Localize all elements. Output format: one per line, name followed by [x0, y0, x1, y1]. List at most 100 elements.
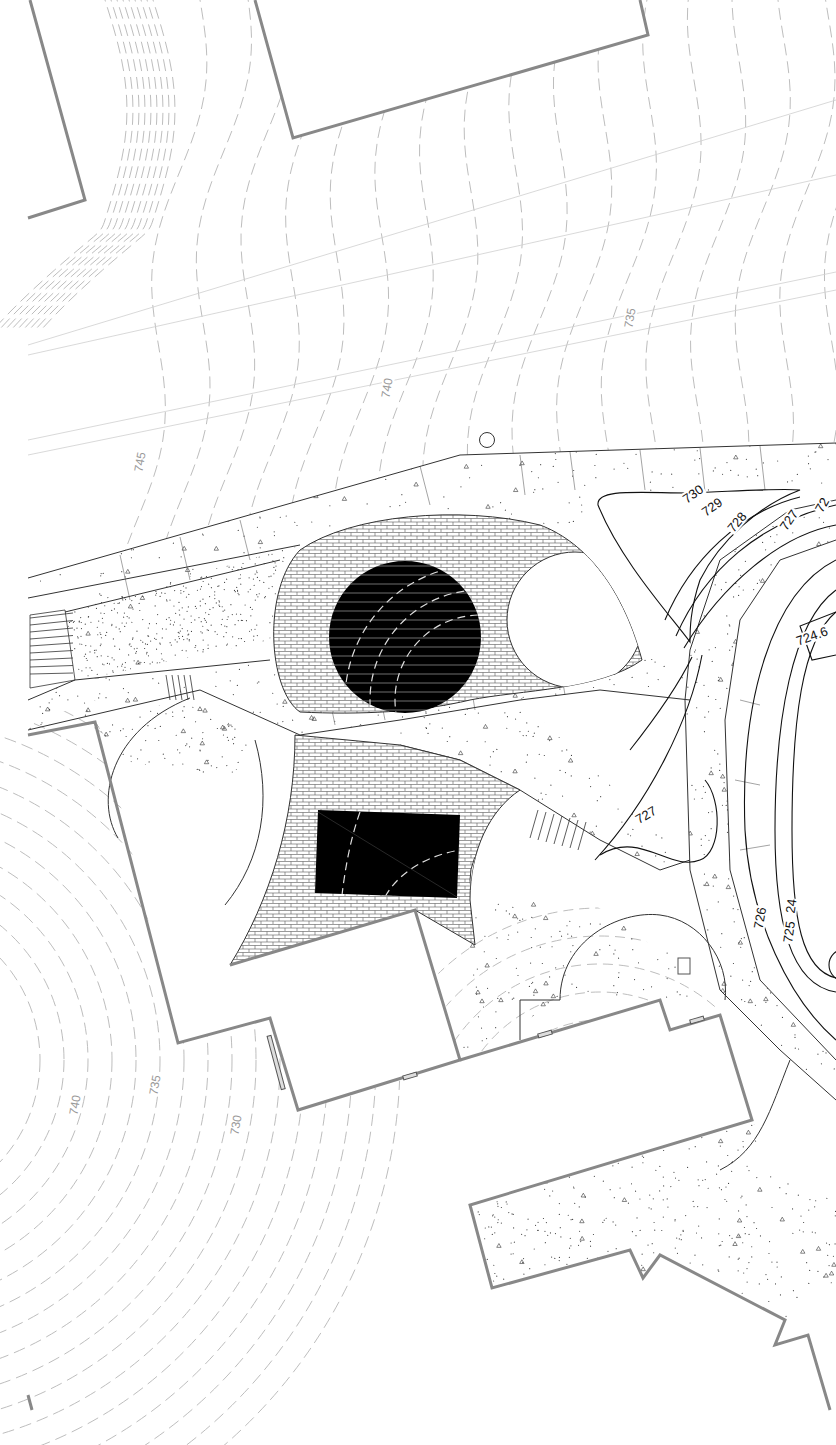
- site-linework: [186, 650, 187, 651]
- site-linework: [747, 476, 748, 477]
- site-linework: [801, 990, 802, 991]
- site-linework: [124, 626, 125, 627]
- site-linework: [782, 1017, 783, 1018]
- site-linework: [825, 897, 826, 898]
- site-linework: [140, 675, 141, 676]
- site-linework: [732, 646, 733, 647]
- site-linework: [159, 642, 160, 643]
- site-linework: [559, 770, 560, 771]
- site-linework: [0, 766, 184, 1354]
- site-linework: [131, 557, 132, 558]
- site-linework: [223, 636, 224, 637]
- site-linework: [202, 651, 203, 652]
- site-linework: [752, 779, 753, 780]
- site-linework: [829, 737, 830, 738]
- site-linework: [568, 758, 572, 762]
- site-linework: [128, 654, 129, 655]
- site-linework: [654, 569, 655, 570]
- site-linework: [540, 711, 541, 712]
- site-linework: [827, 459, 828, 460]
- site-linework: [247, 546, 248, 547]
- site-linework: [283, 706, 284, 707]
- site-linework: [765, 612, 766, 613]
- site-linework: [628, 705, 629, 706]
- site-linework: [524, 840, 525, 841]
- site-linework: [167, 579, 168, 580]
- site-linework: [552, 716, 553, 717]
- site-linework: [821, 482, 822, 483]
- site-linework: [149, 623, 150, 624]
- site-linework: [154, 733, 155, 734]
- site-linework: [135, 653, 136, 654]
- site-linework: [756, 518, 757, 519]
- site-linework: [511, 513, 512, 514]
- site-linework: [135, 596, 136, 597]
- site-linework: [83, 651, 84, 652]
- site-linework: [523, 697, 524, 698]
- site-linework: [175, 613, 176, 614]
- site-linework: [167, 580, 168, 581]
- site-linework: [51, 698, 52, 699]
- site-linework: [718, 901, 719, 902]
- site-linework: [239, 654, 240, 655]
- site-linework: [90, 622, 91, 623]
- site-linework: [590, 786, 591, 787]
- site-linework: [712, 661, 713, 662]
- site-linework: [226, 626, 227, 627]
- site-linework: [708, 489, 709, 490]
- site-linework: [105, 677, 106, 678]
- site-linework: [162, 699, 163, 700]
- site-linework: [85, 667, 86, 668]
- site-linework: [597, 704, 601, 708]
- site-linework: [177, 495, 178, 496]
- site-linework: [240, 567, 241, 568]
- site-linework: [157, 669, 158, 670]
- site-linework: [396, 936, 804, 1344]
- site-linework: [274, 531, 275, 532]
- site-linework: [673, 712, 674, 713]
- site-linework: [92, 661, 93, 662]
- site-linework: [63, 644, 67, 648]
- site-linework: [755, 532, 756, 533]
- site-linework: [256, 594, 257, 595]
- site-linework: [600, 768, 601, 769]
- site-linework: [665, 852, 666, 853]
- site-linework: [607, 710, 608, 711]
- site-linework: [183, 591, 184, 592]
- site-linework: [431, 710, 432, 711]
- site-linework: [732, 709, 733, 710]
- site-linework: [173, 492, 174, 493]
- site-linework: [576, 718, 577, 719]
- site-linework: [265, 596, 266, 597]
- site-linework: [138, 663, 139, 664]
- site-linework: [49, 702, 50, 703]
- site-linework: [254, 629, 255, 630]
- site-linework: [129, 567, 130, 568]
- site-linework: [519, 731, 520, 732]
- site-linework: [639, 507, 640, 508]
- site-linework: [538, 477, 539, 478]
- site-linework: [628, 708, 629, 709]
- site-linework: [743, 838, 744, 839]
- site-linework: [243, 552, 244, 553]
- site-linework: [629, 741, 630, 742]
- site-linework: [112, 670, 113, 671]
- site-linework: [557, 862, 558, 863]
- site-linework: [56, 692, 57, 693]
- site-linework: [89, 651, 90, 652]
- site-linework: [242, 665, 243, 666]
- site-linework: [179, 632, 180, 633]
- site-linework: [594, 465, 595, 466]
- site-linework: [253, 636, 254, 637]
- site-linework: [102, 618, 103, 619]
- site-linework: [127, 595, 128, 596]
- site-linework: [319, 477, 323, 481]
- site-linework: [109, 663, 110, 664]
- site-linework: [389, 442, 393, 446]
- site-linework: [801, 896, 802, 897]
- site-linework: [811, 729, 812, 730]
- site-linework: [155, 591, 156, 592]
- site-linework: [271, 668, 272, 669]
- site-linework: [187, 638, 188, 639]
- site-linework: [808, 455, 809, 456]
